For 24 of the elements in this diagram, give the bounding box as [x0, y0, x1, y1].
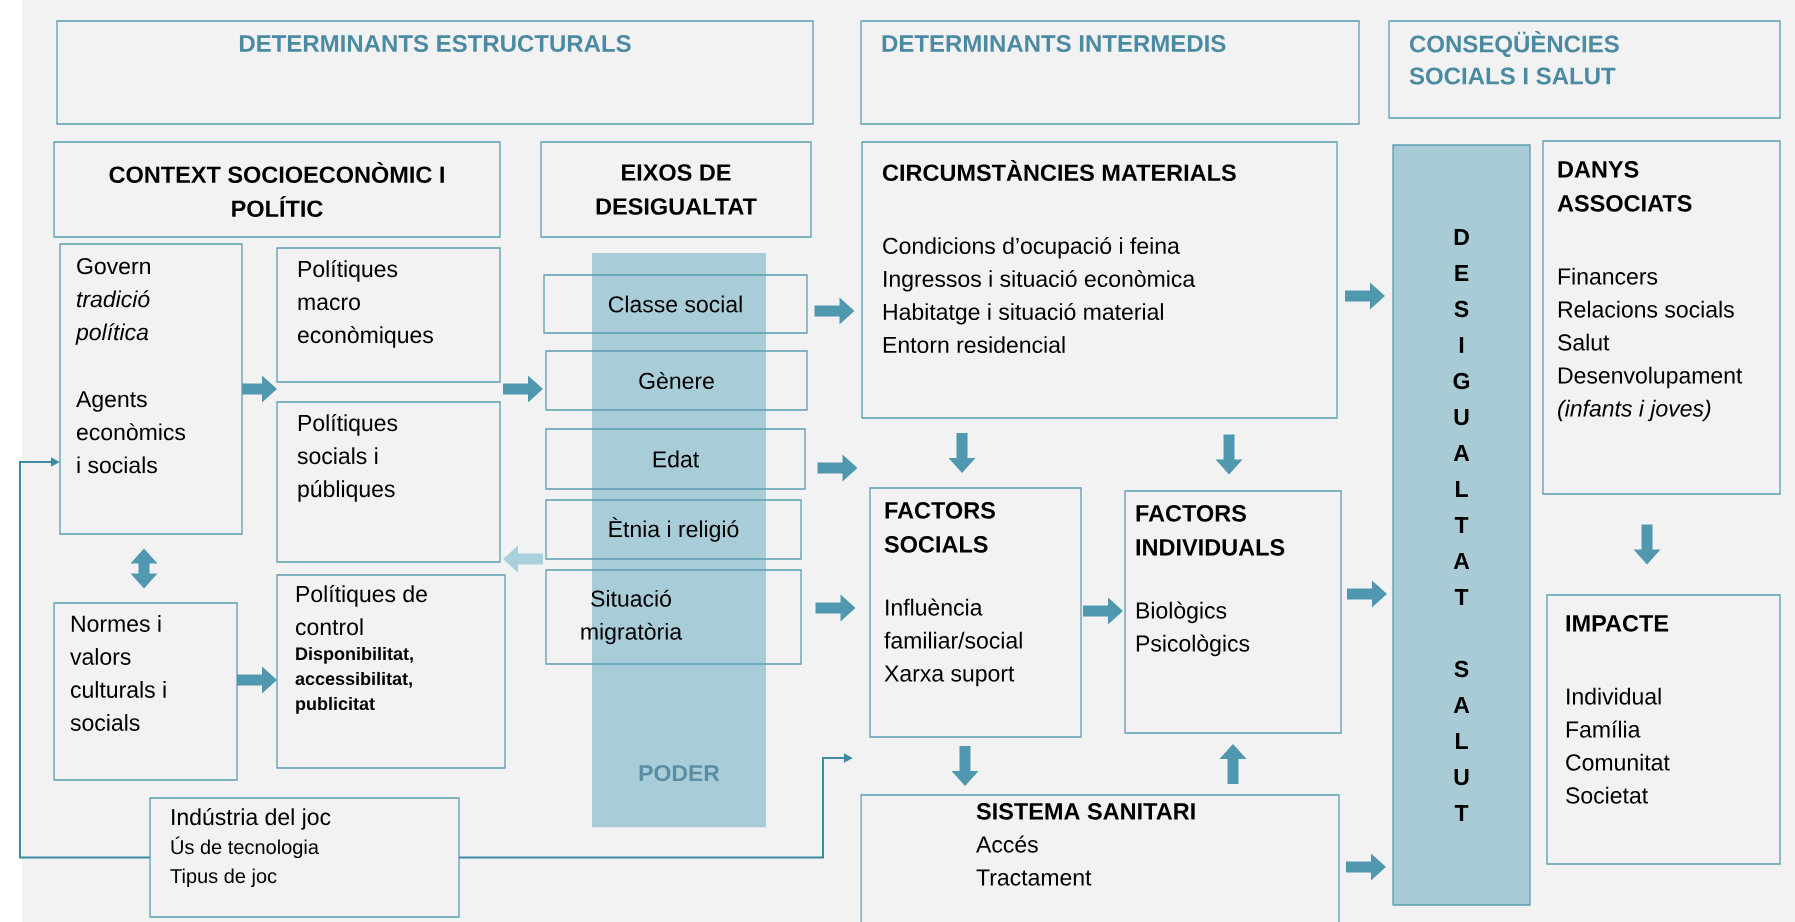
factor-box: Govern tradició política Agents econòmics i socials — [59, 243, 243, 535]
factor-box: DANYS ASSOCIATS Financers Relacions socials Salut Desenvolupament (infants i joves) — [1542, 140, 1781, 495]
factor-box: FACTORS INDIVIDUALS Biològics Psicològics — [1124, 490, 1342, 734]
category-header-box: EIXOS DE DESIGUALTAT — [540, 141, 812, 238]
connector-arrow — [19, 457, 151, 859]
axis-box: Ètnia i religió — [545, 499, 802, 560]
axis-box: Situació migratòria — [545, 569, 802, 665]
axis-box: Edat — [545, 428, 806, 490]
axis-box: Classe social — [543, 274, 808, 334]
section-header-box: CONSEQÜÈNCIES SOCIALS I SALUT — [1388, 20, 1781, 119]
factor-box: Polítiques macro econòmiques — [276, 247, 501, 383]
section-header-box: DETERMINANTS ESTRUCTURALS — [56, 20, 814, 125]
inequality-band: DESIGUALTAT SALUT — [1392, 144, 1531, 906]
factor-box: Polítiques de control Disponibilitat, accessibilitat, publicitat — [276, 574, 506, 769]
factor-box: IMPACTE Individual Família Comunitat Societat — [1546, 594, 1781, 865]
axis-box: Gènere — [545, 350, 808, 411]
factor-box: FACTORS SOCIALS Influència familiar/social Xarxa suport — [869, 487, 1082, 738]
section-header-box: DETERMINANTS INTERMEDIS — [860, 20, 1360, 125]
factor-box: Normes i valors culturals i socials — [53, 602, 238, 781]
factor-box: Indústria del joc Ús de tecnologia Tipus de joc — [149, 797, 460, 918]
factor-box: SISTEMA SANITARI Accés Tractament — [860, 794, 1340, 922]
factor-box: CIRCUMSTÀNCIES MATERIALS Condicions d’ocupació i feina Ingressos i situació econòmica Habitatge i situació material Entorn residencial — [861, 141, 1338, 419]
factor-box: Polítiques socials i públiques — [276, 401, 501, 563]
category-header-box: CONTEXT SOCIOECONÒMIC I POLÍTIC — [53, 141, 501, 238]
